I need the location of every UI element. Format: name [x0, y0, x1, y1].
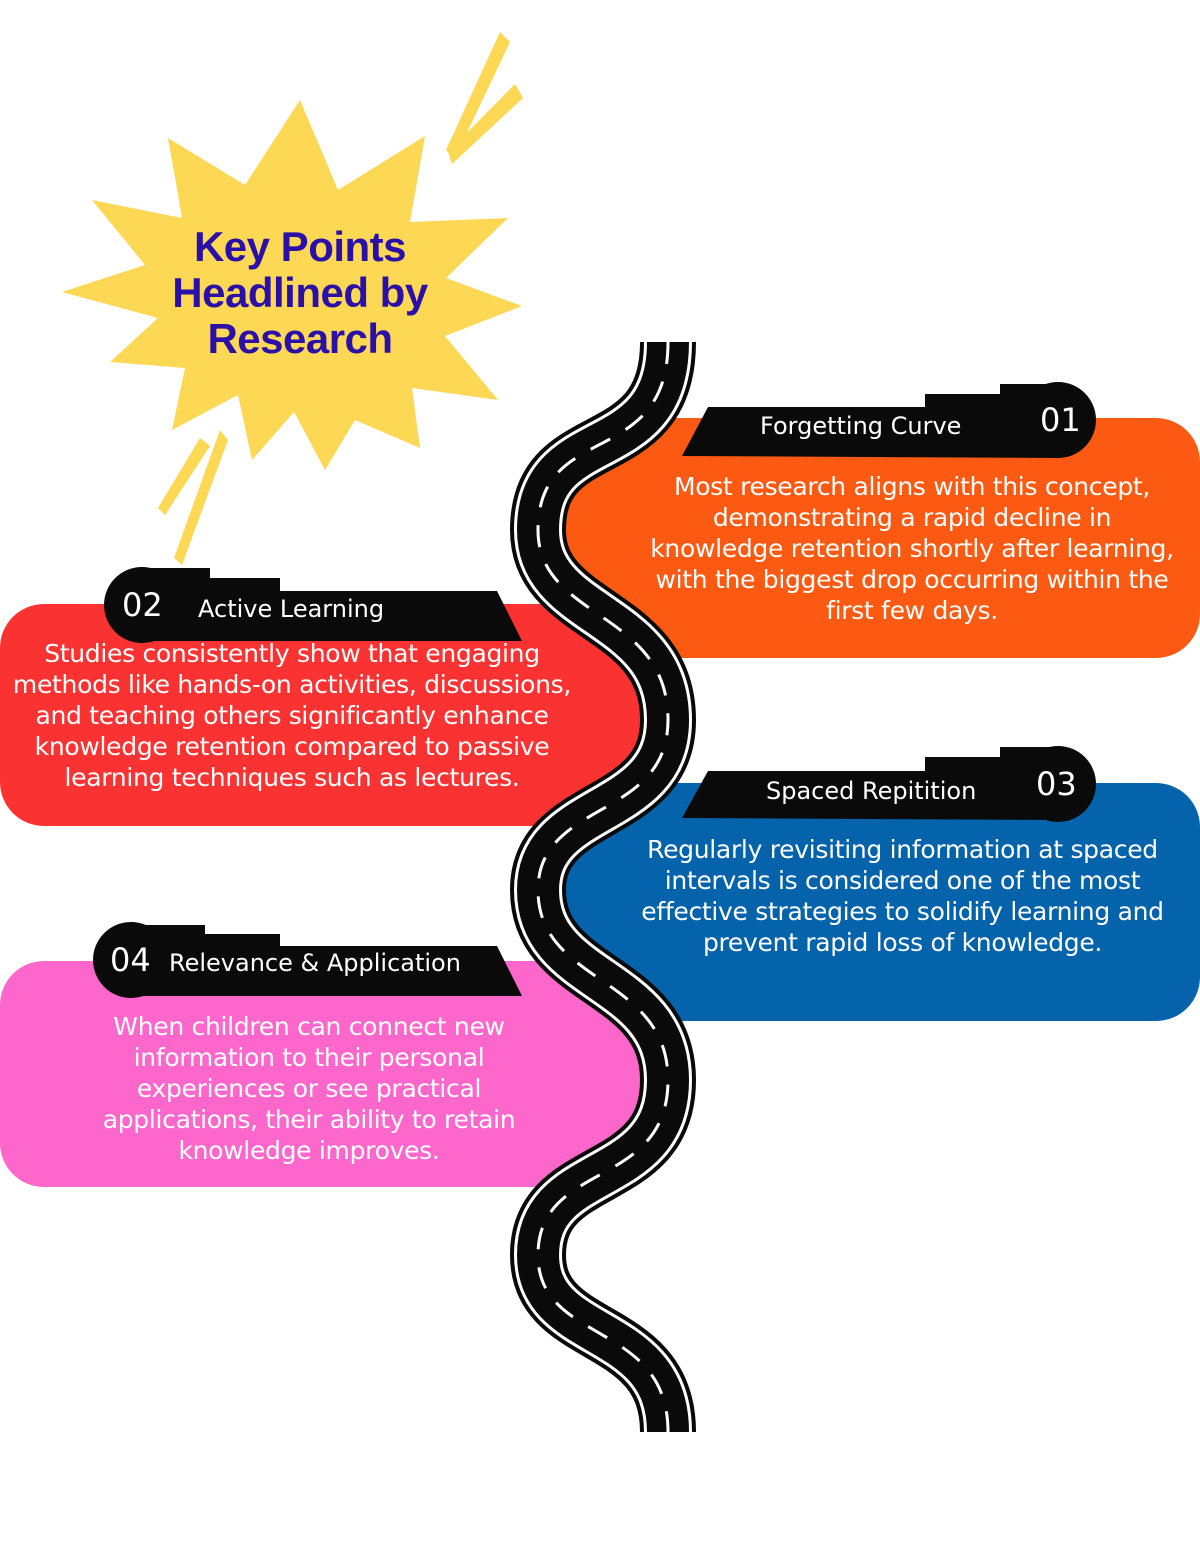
- page-title: Key Points Headlined by Research: [172, 223, 428, 362]
- tab-04-banner: [130, 925, 522, 996]
- tab-03-label: Spaced Repitition: [766, 777, 977, 805]
- spark-bottom-2: [158, 438, 210, 515]
- tab-02-number-circle: [104, 567, 180, 643]
- tab-03-number-circle: [1020, 746, 1096, 822]
- card-spaced-repitition: [560, 783, 1200, 1021]
- card-spaced-repitition-text: Regularly revisiting information at spac…: [641, 835, 1164, 957]
- starburst-shape: [62, 100, 522, 470]
- tab-02-banner: [140, 568, 522, 641]
- card-forgetting-curve: [560, 418, 1200, 658]
- tab-02-number: 02: [122, 586, 163, 624]
- tab-04-number: 04: [110, 941, 151, 979]
- tab-04: [93, 922, 522, 998]
- spark-top-2: [448, 84, 523, 164]
- tab-01-label: Forgetting Curve: [760, 412, 962, 440]
- spark-bottom-1: [174, 430, 228, 565]
- tab-01: [682, 382, 1096, 458]
- tab-03-banner: [682, 747, 1060, 820]
- tab-01-banner: [682, 384, 1060, 458]
- card-forgetting-curve-text: Most research aligns with this concept, …: [650, 472, 1174, 625]
- tab-04-label: Relevance & Application: [169, 949, 461, 977]
- spark-top-1: [446, 32, 510, 160]
- tab-03-number: 03: [1036, 765, 1077, 803]
- tab-01-number: 01: [1040, 401, 1081, 439]
- tab-03: [682, 746, 1096, 822]
- card-active-learning-text: Studies consistently show that engaging …: [12, 639, 572, 792]
- tab-02-label: Active Learning: [198, 595, 385, 623]
- card-relevance-application-text: When children can connect new informatio…: [102, 1012, 516, 1165]
- tab-01-number-circle: [1020, 382, 1096, 458]
- card-relevance-application: [0, 961, 650, 1187]
- tab-04-number-circle: [93, 922, 169, 998]
- tab-02: [104, 567, 522, 643]
- road-center-dashes: [536, 341, 670, 1433]
